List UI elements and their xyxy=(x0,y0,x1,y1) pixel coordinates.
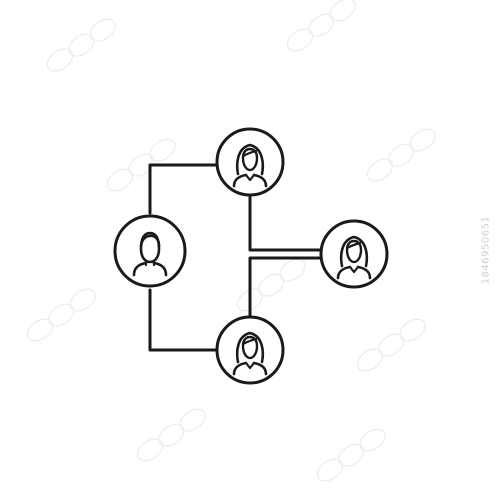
connector-top-right xyxy=(248,195,322,252)
node-circle xyxy=(113,214,187,288)
node-male-left xyxy=(113,214,187,288)
connector-left-top xyxy=(148,163,222,215)
connector-left-bottom xyxy=(148,288,222,352)
node-female-top xyxy=(215,127,285,197)
connector-bottom-right xyxy=(248,256,322,320)
node-circle xyxy=(215,315,285,385)
node-female-bottom xyxy=(215,315,285,385)
node-female-right xyxy=(319,219,389,289)
node-circle xyxy=(215,127,285,197)
node-circle xyxy=(319,219,389,289)
